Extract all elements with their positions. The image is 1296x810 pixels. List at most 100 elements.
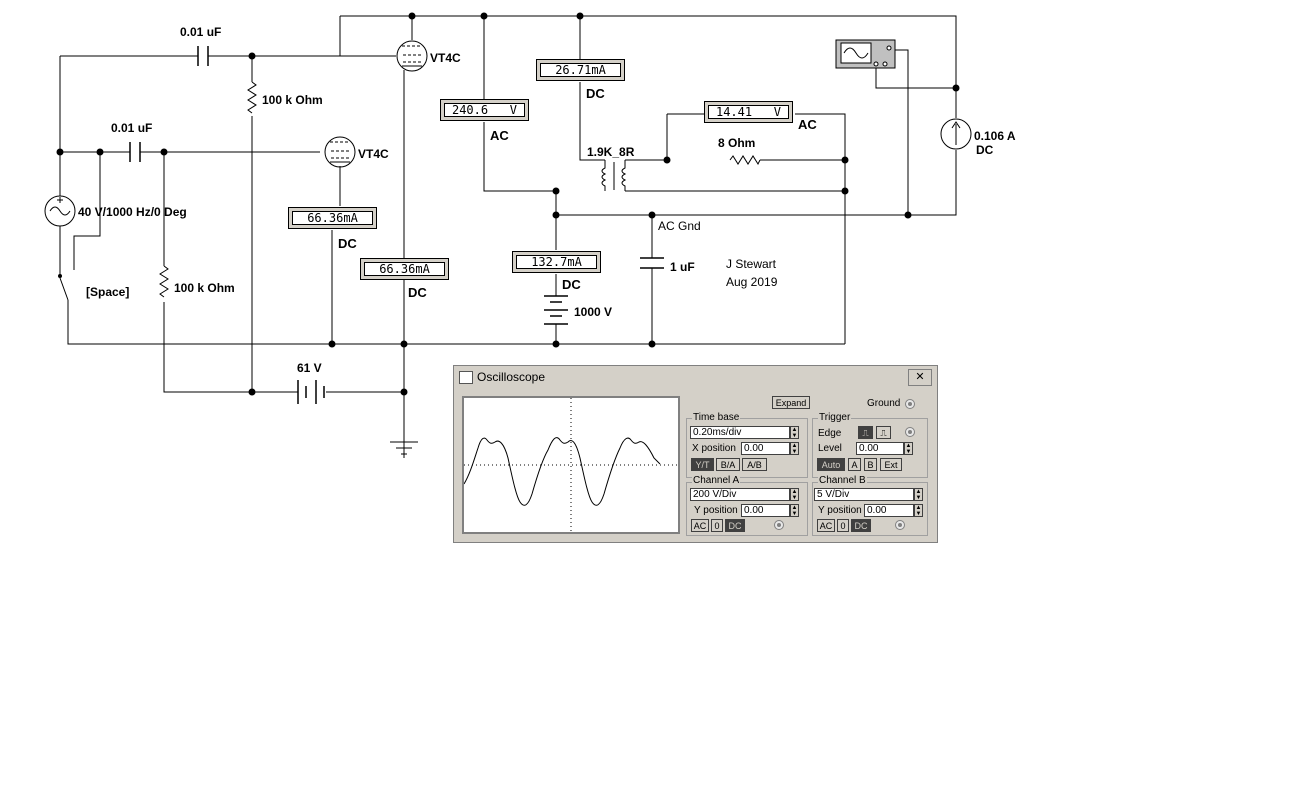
trigger-auto-button[interactable]: Auto <box>817 458 845 471</box>
tube-lower-symbol <box>324 136 356 168</box>
meter-unit: A <box>574 255 582 269</box>
meter-m3[interactable]: 14.41 V <box>704 101 793 123</box>
channel-a-group <box>686 482 808 536</box>
expand-button[interactable]: Expand <box>772 396 810 409</box>
meter-unit: V <box>509 103 518 117</box>
meter-value: 26.71m <box>555 63 599 77</box>
circuit-wires <box>59 15 957 458</box>
channel-a-terminal[interactable] <box>774 520 784 530</box>
cap-coupling-symbol <box>129 142 141 162</box>
timebase-spinner[interactable]: ▲▼ <box>790 426 799 439</box>
ground-label: AC Gnd <box>658 219 701 233</box>
channel-a-ypos-label: Y position <box>694 505 738 516</box>
meter-unit: A <box>422 262 430 276</box>
trigger-ext-button[interactable]: Ext <box>880 458 902 471</box>
channel-b-group <box>812 482 928 536</box>
oscilloscope-window[interactable]: Oscilloscope ✕ Expand Ground Time base 0… <box>453 365 938 543</box>
trigger-a-button[interactable]: A <box>848 458 861 471</box>
oscilloscope-title: Oscilloscope <box>477 370 546 384</box>
close-button[interactable]: ✕ <box>908 369 932 386</box>
channel-b-ypos-field[interactable]: 0.00 <box>864 504 914 517</box>
meter-m2[interactable]: 240.6 V <box>440 99 529 121</box>
meter-m3-type: AC <box>798 117 817 132</box>
meter-m4[interactable]: 66.36mA <box>288 207 377 229</box>
channel-a-zero-button[interactable]: 0 <box>711 519 723 532</box>
current-source-label: 0.106 A <box>974 129 1016 143</box>
load-resistor-symbol <box>729 155 761 166</box>
transformer-label: 1.9K_8R <box>587 145 635 159</box>
author-label: J Stewart <box>726 257 777 271</box>
xpos-spinner[interactable]: ▲▼ <box>790 442 799 455</box>
channel-b-zero-button[interactable]: 0 <box>837 519 849 532</box>
res-grid-top-symbol <box>247 81 257 114</box>
cap-input-label: 0.01 uF <box>180 25 221 39</box>
switch-key-label: [Space] <box>86 285 129 299</box>
level-spinner[interactable]: ▲▼ <box>904 442 913 455</box>
bias-battery-label: 61 V <box>297 361 322 375</box>
mode-ba-button[interactable]: B/A <box>716 458 740 471</box>
meter-m6[interactable]: 132.7mA <box>512 251 601 273</box>
supply-battery-symbol <box>544 295 568 325</box>
res-grid-bottom-symbol <box>159 265 169 298</box>
bias-battery-symbol <box>297 380 325 404</box>
ac-source-symbol <box>44 195 76 227</box>
meter-unit: A <box>350 211 358 225</box>
edge-rise-button[interactable]: ⎍ <box>858 426 873 439</box>
timebase-title: Time base <box>692 412 741 423</box>
center-axes <box>464 398 678 532</box>
meter-m1-type: DC <box>586 86 605 101</box>
transformer-symbol <box>601 160 627 191</box>
channel-b-terminal[interactable] <box>895 520 905 530</box>
edge-label: Edge <box>818 428 842 439</box>
ground-terminal[interactable] <box>905 399 915 409</box>
channel-b-ac-button[interactable]: AC <box>817 519 835 532</box>
timebase-group <box>686 418 808 478</box>
res-grid-bottom-label: 100 k Ohm <box>174 281 235 295</box>
channel-b-ypos-spinner[interactable]: ▲▼ <box>914 504 923 517</box>
current-source-type: DC <box>976 143 994 157</box>
trigger-title: Trigger <box>818 412 852 423</box>
trigger-terminal[interactable] <box>905 427 915 437</box>
meter-m1[interactable]: 26.71mA <box>536 59 625 81</box>
junction-dots <box>56 12 960 396</box>
mode-yt-button[interactable]: Y/T <box>691 458 714 471</box>
meter-value: 240.6 <box>451 103 489 117</box>
channel-a-scale-field[interactable]: 200 V/Div <box>690 488 790 501</box>
channel-a-ypos-field[interactable]: 0.00 <box>741 504 790 517</box>
ground-label: Ground <box>867 398 901 409</box>
channel-b-scale-field[interactable]: 5 V/Div <box>814 488 914 501</box>
date-label: Aug 2019 <box>726 275 778 289</box>
mode-ab-button[interactable]: A/B <box>742 458 767 471</box>
trigger-b-button[interactable]: B <box>864 458 877 471</box>
channel-a-dc-button[interactable]: DC <box>725 519 745 532</box>
cap-bypass-label: 1 uF <box>670 260 695 274</box>
meter-value: 132.7m <box>531 255 575 269</box>
channel-b-dc-button[interactable]: DC <box>851 519 871 532</box>
cap-bypass-symbol <box>640 257 664 269</box>
oscilloscope-screen <box>462 396 680 534</box>
tube-upper-symbol <box>396 40 428 72</box>
window-icon <box>459 371 473 384</box>
res-grid-top-label: 100 k Ohm <box>262 93 323 107</box>
channel-b-ypos-label: Y position <box>818 505 862 516</box>
channel-a-title: Channel A <box>692 475 741 486</box>
edge-fall-button[interactable]: ⎍ <box>876 426 891 439</box>
channel-a-scale-spinner[interactable]: ▲▼ <box>790 488 799 501</box>
trigger-group <box>812 418 928 478</box>
oscilloscope-titlebar[interactable]: Oscilloscope ✕ <box>455 367 936 387</box>
level-field[interactable]: 0.00 <box>856 442 904 455</box>
channel-a-ypos-spinner[interactable]: ▲▼ <box>790 504 799 517</box>
meter-unit: A <box>598 63 606 77</box>
meter-m5[interactable]: 66.36mA <box>360 258 449 280</box>
timebase-field[interactable]: 0.20ms/div <box>690 426 790 439</box>
channel-b-scale-spinner[interactable]: ▲▼ <box>914 488 923 501</box>
xpos-label: X position <box>692 443 736 454</box>
meter-m2-type: AC <box>490 128 509 143</box>
oscilloscope-icon[interactable] <box>835 39 896 69</box>
waveform-display <box>463 398 678 532</box>
channel-a-ac-button[interactable]: AC <box>691 519 709 532</box>
source-label: 40 V/1000 Hz/0 Deg <box>78 205 187 219</box>
xpos-field[interactable]: 0.00 <box>741 442 790 455</box>
meter-m4-type: DC <box>338 236 357 251</box>
